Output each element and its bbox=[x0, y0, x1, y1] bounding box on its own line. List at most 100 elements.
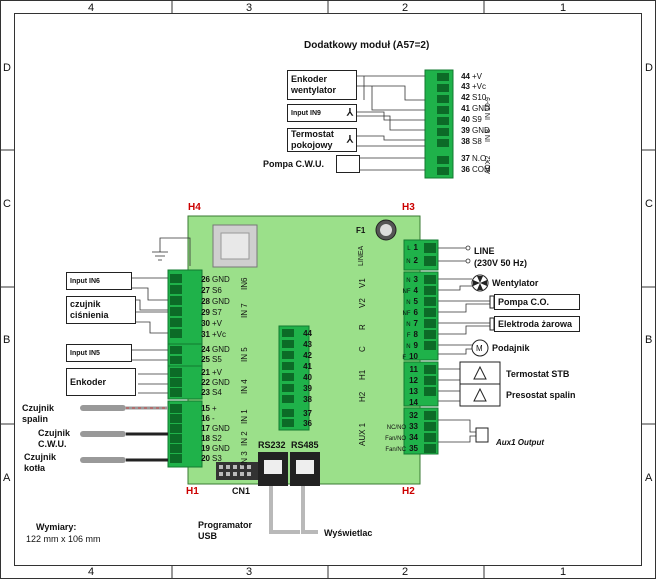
module-pin-43-label: +Vc bbox=[472, 82, 487, 91]
board-mid-pin-43-number: 43 bbox=[303, 340, 312, 349]
board-right-pin-9-number: 9 bbox=[413, 341, 418, 350]
module-pin-40-label: S9 bbox=[472, 115, 482, 124]
board-left-pin-28-number: 28 bbox=[201, 297, 210, 306]
board-mid-pin-42-number: 42 bbox=[303, 351, 312, 360]
board-right-pin-32: 32 bbox=[370, 411, 420, 422]
board-right-pin-5-label: N bbox=[406, 300, 411, 306]
board-right-pin-6-label: NF bbox=[402, 311, 411, 317]
grid-row-a-right: A bbox=[645, 472, 653, 484]
board-left-pin-24-label: GND bbox=[212, 345, 230, 354]
board-left-pin-28-label: GND bbox=[212, 297, 230, 306]
board-right-pin-12: 12 bbox=[370, 376, 420, 387]
board-left-pin-16: 16- bbox=[196, 414, 215, 423]
board-mid-pin-40: 40 bbox=[298, 373, 314, 382]
board-right-pin-35-number: 35 bbox=[409, 444, 418, 453]
group-linea: LINEA bbox=[358, 245, 365, 266]
enkoder-wentylator-box: Enkoder wentylator bbox=[287, 70, 357, 100]
board-left-pin-19-label: GND bbox=[212, 444, 230, 453]
board-right-pin-13: 13 bbox=[370, 387, 420, 398]
board-left-pin-16-number: 16 bbox=[201, 414, 210, 423]
grid-col-4: 4 bbox=[88, 2, 95, 14]
board-mid-pin-43: 43 bbox=[298, 340, 314, 349]
czujnik-kotla-label: Czujnik kotła bbox=[24, 452, 57, 473]
board-right-pin-32-number: 32 bbox=[409, 411, 418, 420]
board-left-pin-22-label: GND bbox=[212, 378, 230, 387]
board-right-pin-2-label: N bbox=[406, 259, 411, 265]
board-left-pin-27-label: S6 bbox=[212, 286, 222, 295]
board-left-pin-20-label: S3 bbox=[212, 454, 222, 463]
board-right-pin-5-number: 5 bbox=[413, 297, 418, 306]
group-c: C bbox=[358, 346, 367, 352]
group-r: R bbox=[358, 324, 367, 330]
module-pin-41-number: 41 bbox=[461, 104, 470, 113]
line-label: LINE bbox=[474, 246, 495, 256]
board-left-pin-15-number: 15 bbox=[201, 404, 210, 413]
board-left-pin-30-number: 30 bbox=[201, 319, 210, 328]
board-mid-pin-44-number: 44 bbox=[303, 329, 312, 338]
module-title: Dodatkowy moduł (A57=2) bbox=[304, 40, 430, 51]
module-pin-38-number: 38 bbox=[461, 137, 470, 146]
board-right-pin-3-label: N bbox=[406, 278, 411, 284]
board-left-pin-18-label: S2 bbox=[212, 434, 222, 443]
board-left-pin-20-number: 20 bbox=[201, 454, 210, 463]
board-right-pin-10-number: 10 bbox=[409, 352, 418, 361]
board-right-pin-2-number: 2 bbox=[413, 256, 418, 265]
module-pin-40-number: 40 bbox=[461, 115, 470, 124]
wymiary-label: Wymiary: bbox=[36, 522, 77, 532]
wyswietlacz-label: Wyświetlac bbox=[324, 528, 373, 538]
grid-col-1-bottom: 1 bbox=[560, 566, 567, 578]
board-right-pin-10-label: F bbox=[402, 355, 407, 361]
module-pin-36-label: COM bbox=[472, 165, 491, 174]
grid-row-d: D bbox=[3, 62, 11, 74]
termostat-stb-label: Termostat STB bbox=[506, 369, 570, 379]
aux1-output-label: Aux1 Output bbox=[496, 438, 544, 447]
module-group-in10-9: IN 10-9 bbox=[485, 97, 492, 120]
podajnik-label: Podajnik bbox=[492, 343, 530, 353]
grid-col-2-bottom: 2 bbox=[402, 566, 409, 578]
grid-col-3: 3 bbox=[246, 2, 253, 14]
module-pin-37-number: 37 bbox=[461, 154, 470, 163]
module-pin-44-number: 44 bbox=[461, 72, 470, 81]
pompa-cwu-label: Pompa C.W.U. bbox=[263, 159, 325, 169]
group-in4: IN 4 bbox=[240, 379, 249, 394]
board-mid-pin-44: 44 bbox=[298, 329, 314, 338]
grid-col-1: 1 bbox=[560, 2, 567, 14]
board-left-pin-29-label: S7 bbox=[212, 308, 222, 317]
board-left-pin-25-number: 25 bbox=[201, 355, 210, 364]
corner-h2: H2 bbox=[402, 486, 415, 497]
board-right-pin-8-label: F bbox=[406, 333, 411, 339]
board-left-pin-24-number: 24 bbox=[201, 345, 210, 354]
board-left-pin-16-label: - bbox=[212, 414, 215, 423]
module-pin-41-label: GND bbox=[472, 104, 490, 113]
board-left-pin-18-number: 18 bbox=[201, 434, 210, 443]
board-left-pin-17-number: 17 bbox=[201, 424, 210, 433]
board-left-pin-25-label: S5 bbox=[212, 355, 222, 364]
group-v2: V2 bbox=[358, 298, 367, 308]
cn1-label: CN1 bbox=[232, 486, 251, 496]
board-right-pin-7-label: N bbox=[406, 322, 411, 328]
board-mid-pin-41-number: 41 bbox=[303, 362, 312, 371]
board-left-pin-29-number: 29 bbox=[201, 308, 210, 317]
board-mid-pin-42: 42 bbox=[298, 351, 314, 360]
